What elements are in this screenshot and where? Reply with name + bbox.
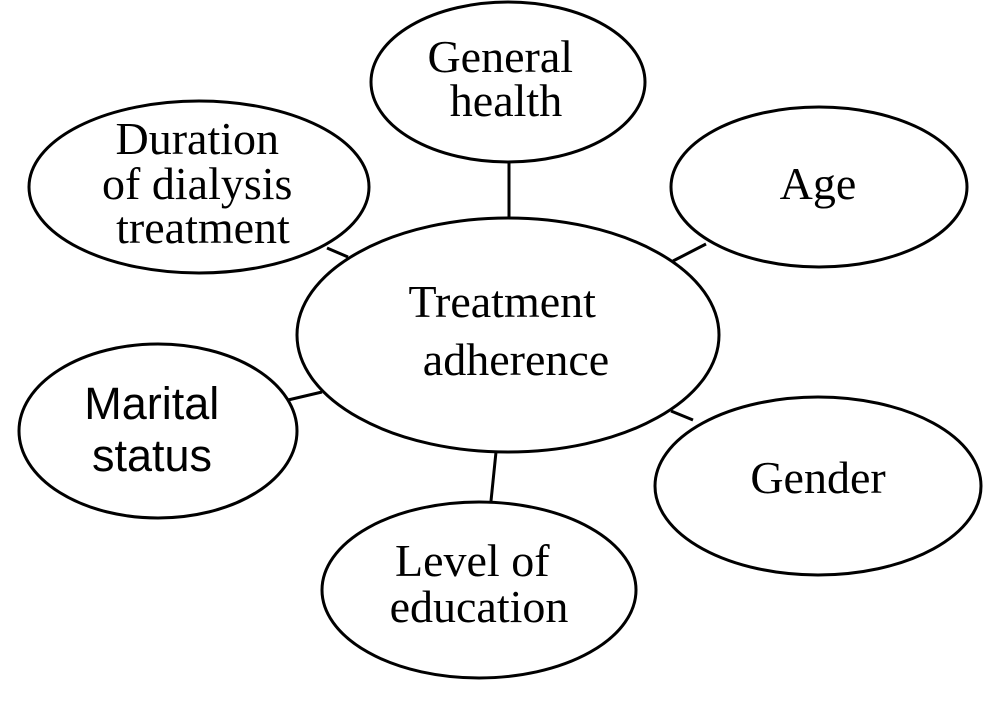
factor-node-general-health: General health xyxy=(369,0,647,164)
connector-marital-status xyxy=(287,390,323,402)
duration-of-dialysis-treatment-label-line-2: of dialysis xyxy=(102,158,292,209)
center-node-label-line-1: Treatment xyxy=(409,276,597,327)
level-of-education-label-line-1: Level of xyxy=(395,535,550,586)
level-of-education-ellipse xyxy=(320,500,638,680)
center-node-label: Treatment adherence xyxy=(409,276,610,385)
general-health-label: General health xyxy=(427,31,584,126)
age-label-line-1: Age xyxy=(780,158,857,209)
duration-of-dialysis-treatment-label-line-3: treatment xyxy=(116,202,290,253)
marital-status-label-line-1: Marital xyxy=(84,378,219,429)
general-health-label-line-1: General xyxy=(427,31,573,82)
factor-node-level-of-education: Level of education xyxy=(320,500,638,680)
marital-status-label: Marital status xyxy=(84,378,232,481)
gender-ellipse xyxy=(653,395,983,577)
center-node-label-line-2: adherence xyxy=(423,334,609,385)
factor-node-age: Age xyxy=(669,105,969,269)
gender-label-line-1: Gender xyxy=(750,452,885,503)
connector-duration-of-dialysis-treatment xyxy=(326,246,349,259)
age-ellipse xyxy=(669,105,969,269)
age-label: Age xyxy=(780,158,857,209)
connector-age xyxy=(672,242,707,263)
duration-of-dialysis-treatment-label-line-1: Duration xyxy=(115,113,279,164)
general-health-label-line-2: health xyxy=(450,75,562,126)
level-of-education-label: Level of education xyxy=(390,535,569,632)
center-node: Treatment adherence xyxy=(295,216,721,454)
gender-label: Gender xyxy=(750,452,885,503)
connector-gender xyxy=(670,409,694,422)
duration-of-dialysis-treatment-ellipse xyxy=(27,99,371,275)
marital-status-ellipse xyxy=(17,342,299,520)
general-health-ellipse xyxy=(369,0,647,164)
level-of-education-label-line-2: education xyxy=(390,581,569,632)
connectors xyxy=(287,162,707,502)
marital-status-label-line-2: status xyxy=(92,430,212,481)
duration-of-dialysis-treatment-label: Duration of dialysis treatment xyxy=(102,113,304,253)
factor-node-gender: Gender xyxy=(653,395,983,577)
center-node-ellipse xyxy=(295,216,721,454)
factor-node-marital-status: Marital status xyxy=(17,342,299,520)
connector-level-of-education xyxy=(489,451,498,502)
factor-node-duration-of-dialysis-treatment: Duration of dialysis treatment xyxy=(27,99,371,275)
